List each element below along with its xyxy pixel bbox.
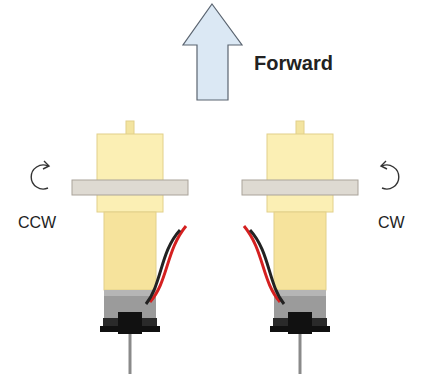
forward-arrow bbox=[183, 4, 242, 100]
right-motor bbox=[242, 121, 358, 374]
cw-symbol bbox=[381, 161, 399, 189]
rotation-label: CW bbox=[378, 214, 405, 232]
direction-label: Forward bbox=[254, 52, 333, 74]
rotation-label: CCW bbox=[18, 214, 56, 232]
left-motor bbox=[72, 121, 188, 374]
ccw-symbol bbox=[31, 161, 49, 189]
